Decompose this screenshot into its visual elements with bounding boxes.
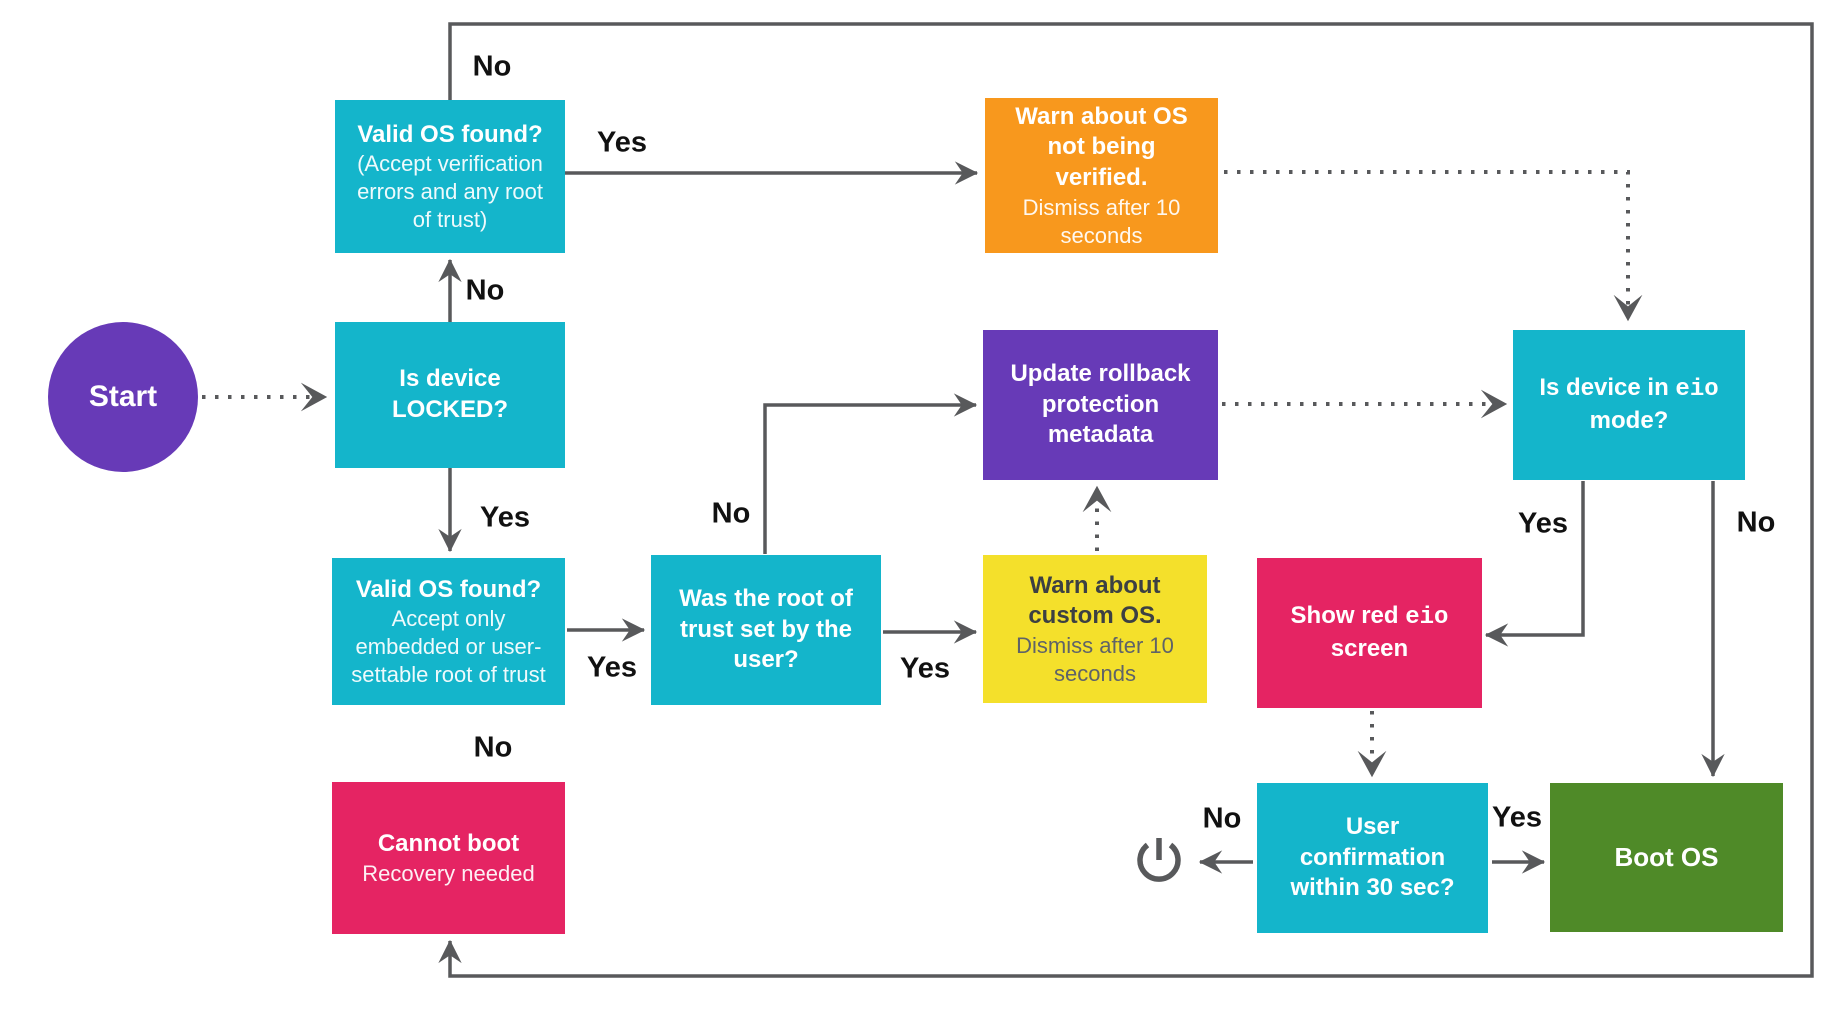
edge-label-yes-locked-down: Yes	[480, 501, 530, 534]
node-warn-os-not-verified-subtitle: Dismiss after 10 seconds	[1022, 194, 1181, 248]
node-is-device-eio-mode-title: Is device in eio mode?	[1539, 374, 1719, 434]
edge-label-no-cannot-boot: No	[473, 731, 513, 764]
node-update-rollback-title: Update rollback protection metadata	[1010, 359, 1191, 449]
edge-warn-to-eio-mode	[1224, 170, 1643, 322]
edge-validos-top-no-loop-to-cannot-boot	[438, 22, 1814, 978]
node-warn-os-not-verified: Warn about OS not being verified. Dismis…	[985, 98, 1218, 253]
node-root-of-trust-title: Was the root of trust set by the user?	[679, 584, 853, 674]
node-warn-os-not-verified-title: Warn about OS not being verified.	[1015, 102, 1188, 192]
edge-label-yes-validos-locked: Yes	[587, 651, 637, 684]
node-show-red-eio-screen: Show red eio screen	[1257, 558, 1482, 708]
eio-mono-text: eio	[1405, 604, 1449, 632]
node-boot-os-title: Boot OS	[1614, 842, 1719, 872]
node-root-of-trust: Was the root of trust set by the user?	[651, 555, 881, 705]
edge-label-yes-root: Yes	[900, 652, 950, 685]
node-valid-os-locked-title: Valid OS found?	[355, 575, 542, 603]
node-show-red-eio-screen-title: Show red eio screen	[1290, 602, 1449, 662]
edge-label-no-eio: No	[1736, 506, 1776, 539]
node-valid-os-any-root-title: Valid OS found?	[357, 120, 543, 148]
power-icon	[1137, 838, 1181, 882]
edge-eio-yes-to-red-screen	[1484, 481, 1585, 647]
node-warn-custom-os-subtitle: Dismiss after 10 seconds	[1016, 633, 1174, 686]
node-boot-os: Boot OS	[1550, 783, 1783, 932]
node-is-device-locked: Is device LOCKED?	[335, 322, 565, 468]
edge-label-no-locked-up: No	[465, 274, 505, 307]
node-warn-custom-os-title: Warn about custom OS.	[1028, 571, 1162, 630]
node-user-confirmation-title: User confirmation within 30 sec?	[1290, 812, 1455, 902]
edge-label-yes-eio: Yes	[1518, 507, 1568, 540]
node-is-device-locked-title: Is device LOCKED?	[392, 365, 508, 423]
node-valid-os-locked-subtitle: Accept only embedded or user-settable ro…	[351, 606, 546, 687]
edge-label-no-root-up: No	[711, 497, 751, 530]
edge-root-no-to-rollback	[763, 393, 978, 554]
node-is-device-eio-mode: Is device in eio mode?	[1513, 330, 1745, 480]
edge-label-yes-confirmation: Yes	[1492, 801, 1542, 834]
edge-label-yes-validos-top: Yes	[597, 126, 647, 159]
node-cannot-boot-subtitle: Recovery needed	[362, 860, 535, 886]
node-update-rollback: Update rollback protection metadata	[983, 330, 1218, 480]
edge-label-no-outer-loop: No	[472, 50, 512, 83]
node-start-label: Start	[88, 380, 158, 413]
node-valid-os-any-root-subtitle: (Accept verification errors and any root…	[357, 151, 543, 232]
edge-label-no-confirmation: No	[1202, 802, 1242, 835]
node-valid-os-any-root: Valid OS found? (Accept verification err…	[335, 100, 565, 253]
node-user-confirmation: User confirmation within 30 sec?	[1257, 783, 1488, 933]
eio-mono-text: eio	[1675, 376, 1719, 404]
node-start: Start	[48, 322, 198, 472]
node-valid-os-locked: Valid OS found? Accept only embedded or …	[332, 558, 565, 705]
node-cannot-boot-title: Cannot boot	[377, 829, 520, 857]
node-warn-custom-os: Warn about custom OS. Dismiss after 10 s…	[983, 555, 1207, 703]
node-cannot-boot: Cannot boot Recovery needed	[332, 782, 565, 934]
